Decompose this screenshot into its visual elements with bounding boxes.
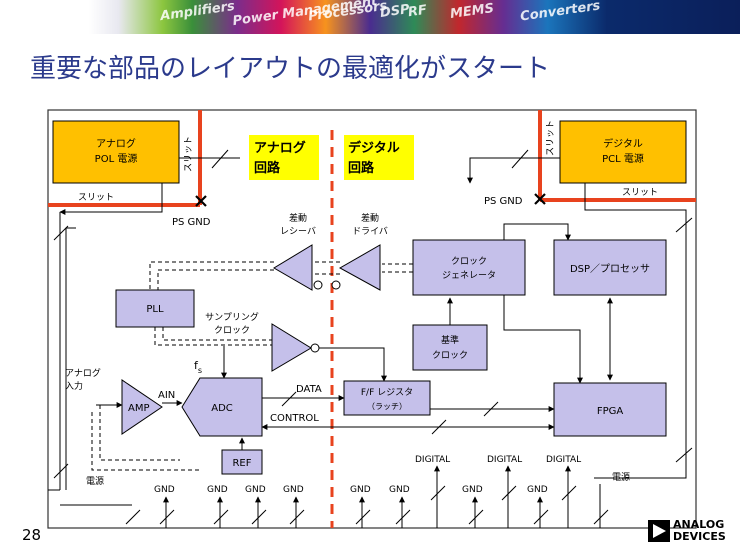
gnd-label-8: GND [527,485,548,495]
slide-title: 重要な部品のレイアウトの最適化がスタート [30,54,551,84]
diff-receiver-bubble [313,280,323,290]
power-partition-slits [48,110,696,207]
analog-input-label-2: 入力 [65,380,83,392]
power-label-left: 電源 [86,476,104,487]
ref-block [221,449,263,475]
gnd-label-1: GND [154,485,175,495]
ground-return-arrows [163,465,601,528]
clock-generator-label-2: ジェネレータ [442,270,496,281]
analog-pol-label-1: アナログ [96,137,136,150]
slit-label-left-horizontal: スリット [78,193,114,203]
sampling-clock-label-1: サンプリング [205,311,259,323]
sampling-clock-label-2: クロック [214,325,250,336]
ps-gnd-label-left: PS GND [172,217,211,228]
reference-clock-label-1: 基準 [441,334,459,346]
slit-label-left-vertical: スリット [184,136,194,172]
diff-receiver-label-1: 差動 [289,212,307,224]
header-banner: Amplifiers Power Management Processors D… [0,0,740,34]
ff-register-label-2: （ラッチ） [367,402,407,411]
ps-gnd-cross-left [195,195,207,207]
analog-circuit-label-box [249,135,319,180]
page-number: 28 [22,526,42,544]
logo-text: ANALOG DEVICES [673,519,726,543]
analog-devices-logo: ANALOG DEVICES [648,519,730,546]
amp-label: AMP [128,403,150,414]
logo-text-line-1: ANALOG [673,518,725,531]
clock-generator-label-1: クロック [451,256,487,267]
ff-register-label-1: F/F レジスタ [361,387,413,398]
ps-gnd-cross-right [534,193,546,205]
diff-receiver-label-2: レシーバ [280,226,316,237]
reference-clock-label-2: クロック [432,350,468,361]
power-label-right: 電源 [612,472,630,483]
digital-pcl-power-box [559,120,687,184]
control-bus-label: CONTROL [270,413,319,424]
analog-circuit-label-2: 回路 [254,160,281,176]
ps-gnd-label-right: PS GND [484,196,523,207]
digital-labels: DIGITAL DIGITAL DIGITAL [415,455,581,465]
diff-driver-label-2: ドライバ [352,226,388,237]
slit-label-right-vertical: スリット [546,120,556,156]
analog-circuit-label-1: アナログ [254,140,306,156]
digital-circuit-label-box [344,135,414,180]
diff-driver-bubble [331,280,341,290]
digital-label-1: DIGITAL [415,455,450,465]
digital-pcl-label-2: PCL 電源 [602,152,644,165]
gnd-labels: GND GND GND GND GND GND GND GND [154,485,548,495]
diff-driver-amp [338,244,381,291]
reference-clock-block [412,324,488,371]
clock-generator-block [412,239,526,296]
adc-block [181,377,263,437]
gnd-label-3: GND [245,485,266,495]
ref-label: REF [232,458,251,469]
ain-label: AIN [158,390,175,401]
fs-label: fs [194,359,202,375]
dsp-processor-label: DSP／プロセッサ [570,263,650,275]
logo-text-line-2: DEVICES [673,530,726,543]
gnd-label-6: GND [389,485,410,495]
fpga-label: FPGA [597,406,624,417]
sampling-clock-bubble [310,343,320,353]
adc-label: ADC [211,403,233,414]
gnd-label-2: GND [207,485,228,495]
dsp-processor-block [553,239,667,296]
digital-circuit-label-1: デジタル [348,140,400,156]
slit-label-right-horizontal: スリット [622,188,658,198]
digital-label-3: DIGITAL [546,455,581,465]
analog-devices-logo-icon [648,520,670,542]
pll-label: PLL [146,304,164,315]
analog-pol-power-box [52,120,180,184]
diff-driver-label-1: 差動 [361,212,379,224]
diff-receiver-amp [273,244,313,291]
analog-pol-label-2: POL 電源 [95,152,138,165]
signal-wires [48,157,687,506]
digital-circuit-label-2: 回路 [348,160,375,176]
gnd-label-5: GND [350,485,371,495]
sampling-clock-buffer [271,323,312,372]
gnd-label-4: GND [283,485,304,495]
bus-slash-ticks [53,149,693,479]
analog-input-label-1: アナログ [65,367,101,379]
fpga-block [553,382,667,437]
digital-pcl-label-1: デジタル [603,137,643,150]
gnd-label-7: GND [462,485,483,495]
digital-label-2: DIGITAL [487,455,522,465]
data-bus-label: DATA [296,384,322,395]
pll-block [115,289,195,328]
ground-slash-ticks [125,485,609,525]
